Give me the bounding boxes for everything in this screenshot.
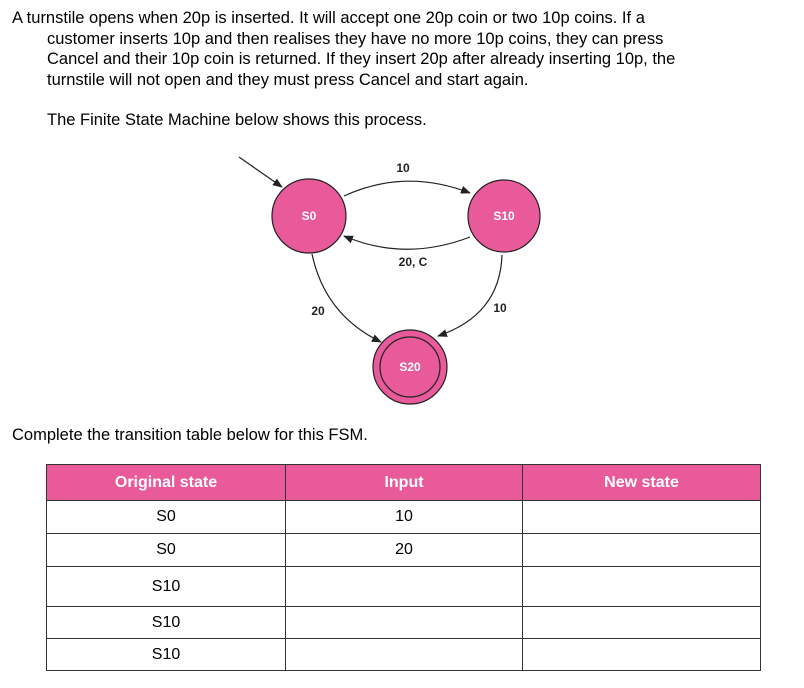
- accept-state-ring: [379, 336, 441, 398]
- start-arrow: [238, 156, 283, 188]
- state-s10-label: S10: [493, 209, 515, 223]
- table-row: S0 20: [46, 533, 761, 567]
- cell-input: 10: [285, 500, 523, 534]
- cell-input[interactable]: [285, 638, 523, 671]
- state-s0-node: [271, 178, 347, 254]
- cell-original-state: S0: [46, 500, 286, 534]
- table-header-row: Original state Input New state: [46, 464, 761, 501]
- transition-table: Original state Input New state S0 10 S0 …: [46, 464, 761, 671]
- paragraph-line-2: customer inserts 10p and then realises t…: [47, 29, 664, 48]
- table-row: S10: [46, 606, 761, 639]
- state-s0-label: S0: [302, 209, 317, 223]
- header-new-state: New state: [522, 464, 761, 501]
- state-s20-node: [372, 329, 448, 405]
- state-s20-label: S20: [399, 360, 421, 374]
- transition-label-s0-s20: 20: [311, 304, 325, 318]
- cell-new-state[interactable]: [522, 566, 761, 607]
- cell-input[interactable]: [285, 566, 523, 607]
- edge-s0-to-s20: [311, 253, 382, 343]
- paragraph-line-4: turnstile will not open and they must pr…: [47, 70, 529, 89]
- cell-original-state: S10: [46, 606, 286, 639]
- table-row: S0 10: [46, 500, 761, 534]
- cell-original-state: S10: [46, 638, 286, 671]
- cell-new-state[interactable]: [522, 500, 761, 534]
- table-prompt-text: Complete the transition table below for …: [12, 426, 368, 444]
- cell-input[interactable]: [285, 606, 523, 639]
- fsm-intro-text: The Finite State Machine below shows thi…: [47, 111, 427, 129]
- table-row: S10: [46, 566, 761, 607]
- transition-label-s10-s20: 10: [493, 301, 507, 315]
- edge-s10-to-s20: [437, 254, 503, 337]
- paragraph-line-3: Cancel and their 10p coin is returned. I…: [47, 50, 676, 68]
- table-row: S10: [46, 638, 761, 671]
- cell-new-state[interactable]: [522, 638, 761, 671]
- edge-s0-to-s10: [343, 180, 471, 197]
- cell-new-state[interactable]: [522, 606, 761, 639]
- header-original-state: Original state: [46, 464, 286, 501]
- transition-label-s0-s10: 10: [396, 161, 410, 175]
- header-input: Input: [285, 464, 523, 501]
- cell-new-state[interactable]: [522, 533, 761, 567]
- cell-original-state: S10: [46, 566, 286, 607]
- question-paragraph: A turnstile opens when 20p is inserted. …: [12, 8, 792, 90]
- edge-s10-to-s0: [343, 235, 471, 250]
- cell-original-state: S0: [46, 533, 286, 567]
- transition-label-s10-s0: 20, C: [399, 255, 428, 269]
- cell-input: 20: [285, 533, 523, 567]
- paragraph-line-1: A turnstile opens when 20p is inserted. …: [12, 9, 645, 27]
- state-s10-node: [467, 179, 541, 253]
